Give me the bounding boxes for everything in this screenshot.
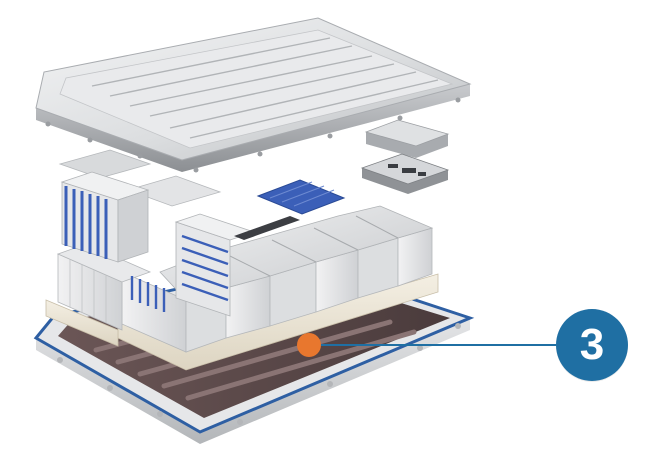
junction-box: [364, 119, 450, 158]
bms-board: [360, 153, 450, 194]
callout-3-pointer: [297, 333, 556, 357]
callout-badge-3: 3: [556, 309, 628, 381]
callout-number: 3: [579, 320, 605, 369]
battery-lid: [35, 17, 472, 173]
battery-modules: [56, 171, 434, 353]
thermal-pads: [58, 149, 222, 207]
callout-marker-dot: [297, 333, 321, 357]
